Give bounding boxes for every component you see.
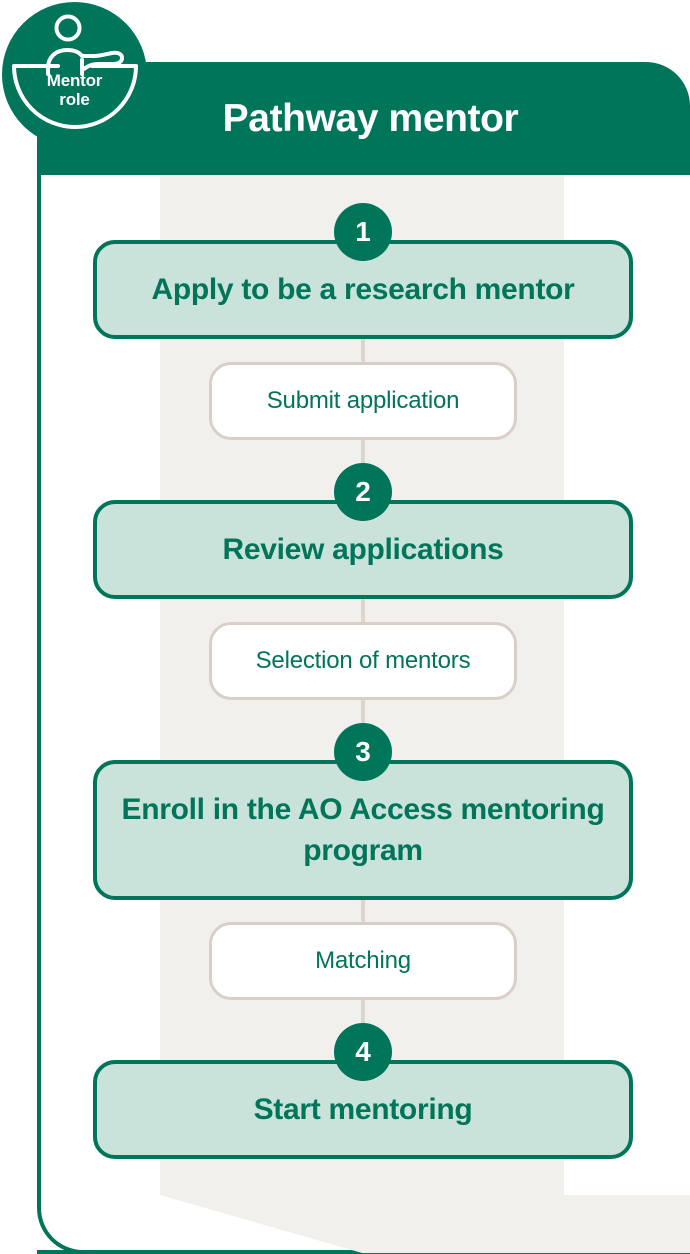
step-label-2: Review applications: [222, 533, 504, 566]
connector-line-6: [361, 998, 365, 1038]
mentor-person-icon: [12, 14, 138, 129]
mentor-role-badge: Mentor role: [2, 2, 147, 147]
flow-band-arrow-icon: [160, 1195, 690, 1253]
step-label-3: Enroll in the AO Access mentoring progra…: [121, 793, 605, 867]
action-box-2[interactable]: Selection of mentors: [209, 622, 517, 700]
action-label-1: Submit application: [266, 387, 460, 414]
badge-line-1: Mentor: [46, 71, 103, 90]
mentor-role-badge-text: Mentor role: [2, 71, 147, 109]
page-title: Pathway mentor: [222, 96, 519, 140]
action-box-3[interactable]: Matching: [209, 922, 517, 1000]
action-label-3: Matching: [315, 947, 411, 974]
step-number-4: 4: [334, 1023, 392, 1081]
action-label-2: Selection of mentors: [255, 647, 471, 674]
connector-line-5: [361, 888, 365, 932]
connector-line-3: [361, 598, 365, 642]
step-label-4: Start mentoring: [253, 1093, 473, 1126]
action-box-1[interactable]: Submit application: [209, 362, 517, 440]
connector-line-4: [361, 698, 365, 738]
header-band: Pathway mentor: [37, 62, 690, 175]
step-number-1: 1: [334, 203, 392, 261]
step-number-2: 2: [334, 463, 392, 521]
step-label-1: Apply to be a research mentor: [151, 273, 575, 306]
connector-line-2: [361, 438, 365, 478]
connector-line-1: [361, 337, 365, 381]
badge-line-2: role: [59, 90, 90, 109]
step-number-3: 3: [334, 723, 392, 781]
step-box-3[interactable]: Enroll in the AO Access mentoring progra…: [93, 760, 633, 900]
